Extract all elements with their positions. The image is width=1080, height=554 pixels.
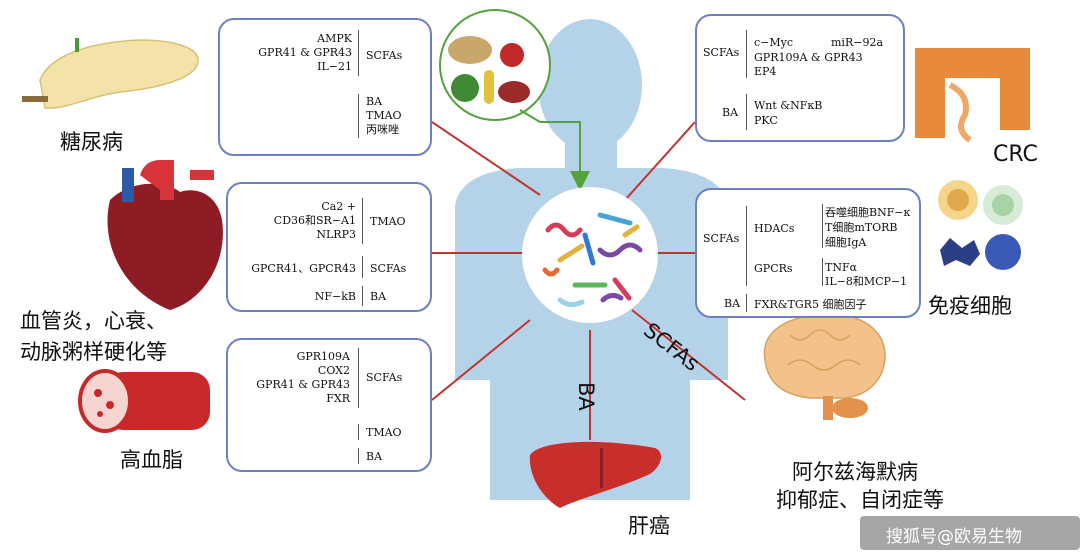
label-immune-cells: 免疫细胞: [928, 294, 1012, 318]
bracket: [746, 30, 747, 78]
bracket: [362, 198, 363, 244]
connector-diabetes: [431, 121, 541, 196]
lipid-tmao-label: TMAO: [366, 426, 402, 439]
crc-ba-label: BA: [722, 106, 739, 119]
label-neuro-line1: 阿尔兹海默病: [792, 460, 918, 484]
immune-hdacs: HDACs: [754, 222, 795, 235]
apple-icon: [500, 43, 524, 67]
corn-icon: [484, 70, 494, 104]
diabetes-scfa-item: IL−21: [317, 60, 352, 73]
bracket: [358, 448, 359, 464]
cardio-tmao-item: Ca2 +: [321, 200, 356, 213]
cardio-scfa-label: SCFAs: [370, 262, 407, 275]
lipid-scfa-item: FXR: [326, 392, 350, 405]
label-diabetes: 糖尿病: [60, 130, 123, 154]
diabetes-ba-item: BA: [366, 95, 383, 108]
bracket: [746, 206, 747, 286]
box-diabetes: [218, 18, 432, 156]
label-neuro-line2: 抑郁症、自闭症等: [776, 488, 944, 512]
immune-cells-icon: [938, 180, 1023, 270]
immune-ba-label: BA: [724, 297, 741, 310]
watermark-bg: [860, 516, 1080, 550]
label-liver-cancer: 肝癌: [628, 514, 670, 538]
immune-hdacs-target: T细胞mTORB: [825, 221, 898, 234]
bracket: [358, 94, 359, 138]
immune-ba-targets: FXR&TGR5 细胞因子: [754, 298, 867, 311]
lipid-scfa-item: GPR41 & GPR43: [256, 378, 350, 391]
colon-icon: [915, 48, 1030, 143]
box-lipid: [226, 338, 432, 472]
meat-icon: [498, 81, 530, 103]
box-immune: [695, 188, 921, 318]
lipid-scfa-label: SCFAs: [366, 371, 403, 384]
bracket: [746, 94, 747, 130]
crc-wnt: Wnt &NFκB: [754, 99, 823, 112]
bracket: [358, 424, 359, 440]
bracket: [362, 286, 363, 306]
immune-gpcrs-target: TNFα: [825, 261, 858, 274]
broccoli-icon: [451, 74, 479, 102]
immune-hdacs-target: 吞噬细胞BNF−κ: [825, 206, 911, 219]
label-hyperlipidemia: 高血脂: [120, 448, 183, 472]
bracket: [362, 256, 363, 278]
box-cardio: [226, 182, 432, 312]
label-vascular-line1: 血管炎，心衰、: [20, 309, 167, 333]
diabetes-scfa-item: AMPK: [317, 32, 352, 45]
label-vascular-line2: 动脉粥样硬化等: [20, 340, 167, 364]
lipid-scfa-item: GPR109A: [296, 350, 350, 363]
immune-gpcrs-target: IL−8和MCP−1: [825, 275, 908, 288]
bracket: [358, 30, 359, 76]
bracket: [822, 258, 823, 286]
diet-bubble: [439, 9, 590, 191]
crc-mir: miR−92a: [831, 36, 884, 49]
microbiota-circle: [522, 187, 658, 323]
diabetes-ba-item: TMAO: [366, 109, 402, 122]
immune-hdacs-target: 细胞IgA: [825, 236, 867, 249]
crc-pkc: PKC: [754, 114, 778, 127]
label-ba-axis: BA: [574, 382, 598, 411]
bracket: [822, 204, 823, 248]
cardio-ba-item: NF−kB: [314, 290, 356, 303]
cardio-tmao-item: NLRP3: [316, 228, 356, 241]
cardio-ba-label: BA: [370, 290, 387, 303]
watermark: 搜狐号@欧易生物: [886, 527, 1022, 547]
label-crc: CRC: [993, 142, 1038, 167]
cardio-tmao-label: TMAO: [370, 215, 406, 228]
connector-crc: [624, 121, 696, 201]
diabetes-ba-item: 丙咪唑: [366, 123, 399, 136]
artery-icon: [78, 369, 210, 433]
immune-scfa-label: SCFAs: [703, 232, 740, 245]
crc-scfa-label: SCFAs: [703, 46, 740, 59]
lipid-scfa-item: COX2: [317, 364, 350, 377]
crc-ep4: EP4: [754, 65, 777, 78]
brain-icon: [763, 313, 886, 420]
crc-myc: c−Myc: [754, 36, 794, 49]
immune-gpcrs: GPCRs: [754, 262, 793, 275]
connector-brain: [631, 309, 746, 401]
grain-icon: [448, 36, 492, 64]
cardio-scfa-item: GPCR41、GPCR43: [251, 262, 356, 275]
crc-gpr: GPR109A & GPR43: [754, 51, 863, 64]
bracket: [746, 294, 747, 312]
diabetes-scfa-label: SCFAs: [366, 49, 403, 62]
lipid-ba-label: BA: [366, 450, 383, 463]
box-crc: [695, 14, 905, 142]
cardio-tmao-item: CD36和SR−A1: [273, 214, 356, 227]
pancreas-icon: [22, 38, 199, 109]
connector-lipid: [431, 319, 531, 401]
bracket: [358, 348, 359, 408]
heart-icon: [107, 160, 223, 310]
liver-icon: [529, 441, 662, 508]
diabetes-scfa-item: GPR41 & GPR43: [258, 46, 352, 59]
